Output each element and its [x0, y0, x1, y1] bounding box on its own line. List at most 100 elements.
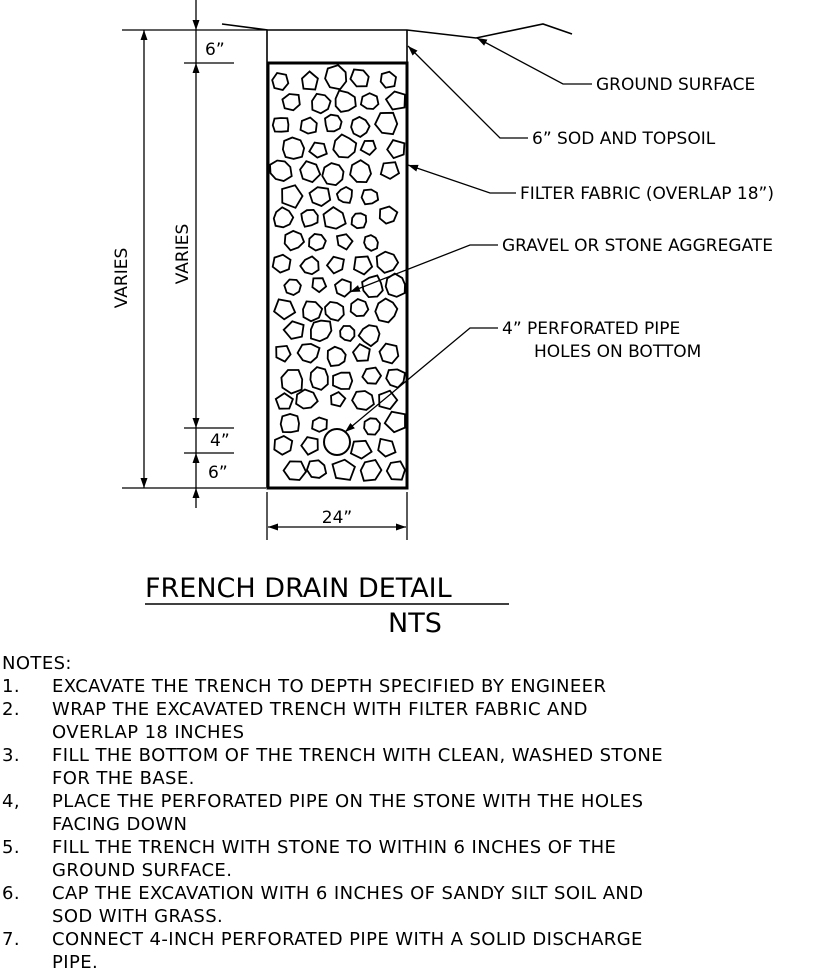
stone [274, 392, 294, 410]
stone [374, 297, 399, 324]
sod-topsoil-callout: 6” SOD AND TOPSOIL [532, 129, 716, 149]
stone [302, 300, 324, 323]
note-item: 1. EXCAVATE THE TRENCH TO DEPTH SPECIFIED… [2, 675, 807, 698]
stone [295, 388, 319, 410]
pipe-callout-line2: HOLES ON BOTTOM [534, 342, 701, 362]
stone [331, 458, 356, 481]
stone [349, 297, 370, 318]
callout-leaders [344, 37, 592, 433]
stone [283, 229, 306, 252]
stone [275, 344, 292, 363]
stone-aggregate [269, 64, 407, 482]
stone [349, 439, 373, 460]
stone [359, 139, 377, 157]
note-number: 5. [2, 837, 20, 858]
stone [325, 255, 345, 275]
stone [271, 117, 290, 133]
note-number: 1. [2, 676, 20, 697]
stone [324, 113, 343, 133]
stone [300, 436, 319, 456]
bottom-bedding-label: 6” [208, 463, 228, 483]
stone [384, 272, 406, 298]
stone [332, 371, 354, 390]
stone [282, 320, 305, 340]
stone [301, 70, 319, 91]
stone [333, 278, 352, 298]
pipe-callout-line1: 4” PERFORATED PIPE [502, 319, 680, 339]
stone [378, 389, 399, 411]
stone [296, 342, 321, 364]
stone [363, 417, 381, 436]
note-text: WRAP THE EXCAVATED TRENCH WITH FILTER FA… [52, 699, 588, 743]
note-item: 7.CONNECT 4-INCH PERFORATED PIPE WITH A … [2, 928, 807, 974]
drawing-title: FRENCH DRAIN DETAIL [145, 573, 452, 604]
stone [279, 413, 300, 434]
stone [299, 116, 318, 135]
note-number: 7. [2, 929, 20, 950]
stone-depth-label: VARIES [173, 224, 193, 285]
stone [272, 206, 295, 229]
ground-surface-line [221, 23, 573, 39]
trench-width-dimension [266, 492, 408, 540]
stone [308, 233, 327, 252]
stone [384, 90, 406, 111]
stone [339, 325, 356, 342]
stone [335, 185, 353, 204]
stone [385, 368, 407, 389]
stone [357, 324, 381, 348]
stone [273, 298, 297, 321]
note-number: 6. [2, 883, 20, 904]
french-drain-drawing: VARIES 6” VARIES 4” 6” 24” GROUND SURFAC… [112, 0, 774, 639]
stone [374, 111, 399, 136]
note-item: 4,PLACE THE PERFORATED PIPE ON THE STONE… [2, 790, 807, 836]
stone [330, 391, 347, 408]
note-number: 3. [2, 745, 20, 766]
trench-width-label: 24” [322, 508, 352, 528]
stone [321, 162, 345, 187]
aggregate-callout: GRAVEL OR STONE AGGREGATE [502, 236, 773, 256]
stone [383, 410, 406, 434]
note-text: EXCAVATE THE TRENCH TO DEPTH SPECIFIED B… [52, 676, 607, 697]
overall-depth-dimension [122, 29, 266, 489]
stone [360, 188, 380, 206]
stone [311, 92, 332, 115]
stone [300, 208, 319, 228]
stone [349, 159, 372, 184]
notes-list: 1. EXCAVATE THE TRENCH TO DEPTH SPECIFIED… [2, 675, 807, 974]
notes-heading: NOTES: [2, 653, 72, 674]
pipe-size-label: 4” [210, 431, 230, 451]
top-depth-label: 6” [205, 40, 225, 60]
stone [281, 184, 304, 209]
stone [361, 366, 383, 385]
stone [311, 277, 328, 294]
stone [353, 255, 374, 276]
stone [308, 141, 328, 159]
stone [359, 458, 383, 482]
stone [326, 345, 347, 367]
note-item: 2. WRAP THE EXCAVATED TRENCH WITH FILTER … [2, 698, 807, 744]
note-number: 2. [2, 699, 20, 720]
stone [379, 161, 401, 180]
stone [334, 89, 357, 113]
stone [386, 139, 406, 160]
overall-depth-label: VARIES [112, 248, 132, 309]
stone [351, 390, 375, 411]
stone [271, 253, 292, 274]
stone [283, 278, 302, 296]
note-item: 5. FILL THE TRENCH WITH STONE TO WITHIN 6… [2, 836, 807, 882]
stone [269, 159, 293, 182]
stone [385, 460, 406, 481]
stone [322, 206, 347, 230]
stone [309, 319, 333, 343]
filter-fabric-callout: FILTER FABRIC (OVERLAP 18”) [520, 184, 774, 204]
stone [299, 255, 320, 276]
stone [378, 205, 399, 225]
notes-section: NOTES: 1. EXCAVATE THE TRENCH TO DEPTH SP… [2, 652, 807, 974]
stone [350, 212, 368, 230]
stone [308, 186, 332, 208]
note-text: FILL THE BOTTOM OF THE TRENCH WITH CLEAN… [52, 745, 664, 789]
stone [281, 136, 306, 160]
note-text: FILL THE TRENCH WITH STONE TO WITHIN 6 I… [52, 837, 617, 881]
stone [335, 233, 354, 251]
note-item: 3. FILL THE BOTTOM OF THE TRENCH WITH CLE… [2, 744, 807, 790]
